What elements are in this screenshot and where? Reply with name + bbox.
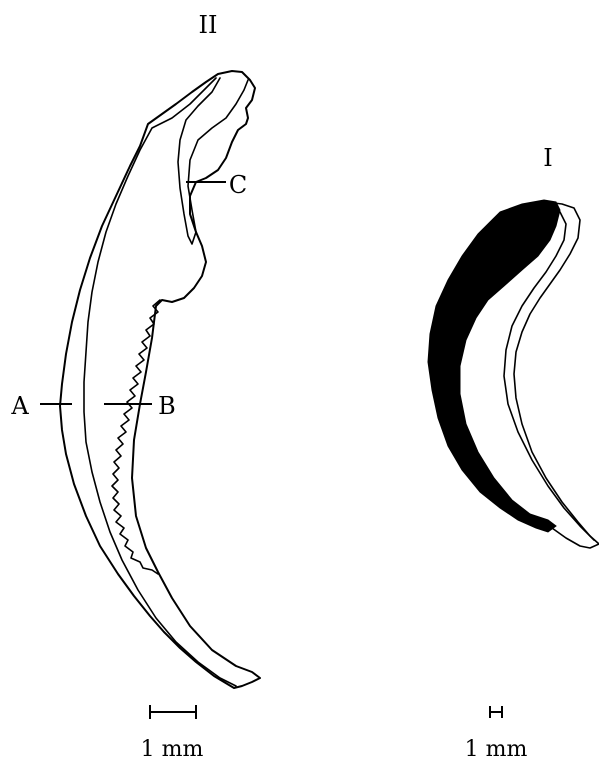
figure-i-label: I (543, 144, 552, 172)
figure-ii-serrated-edge (111, 299, 161, 575)
figure-ii-upper-process (177, 77, 249, 245)
figure-i-dark-region (427, 199, 561, 533)
figure-ii-inner-sheath (83, 77, 237, 687)
figure-i-outer-outline (513, 201, 599, 549)
callout-b-label: B (158, 392, 176, 420)
figure-ii: II A B C 1 mm (10, 11, 261, 762)
figure-ii-label: II (199, 11, 218, 39)
figure-i-scale-bar (489, 706, 503, 718)
callout-a-label: A (10, 392, 29, 420)
callout-c-label: C (229, 171, 247, 199)
figure-i-inner-outline (503, 211, 595, 541)
figure-i: I 1 mm (427, 144, 599, 762)
figure-ii-scale-bar (149, 705, 197, 719)
figure-i-scale-label: 1 mm (465, 737, 528, 760)
figure-ii-scale-label: 1 mm (141, 737, 204, 760)
figure-ii-outer-outline (59, 70, 261, 689)
